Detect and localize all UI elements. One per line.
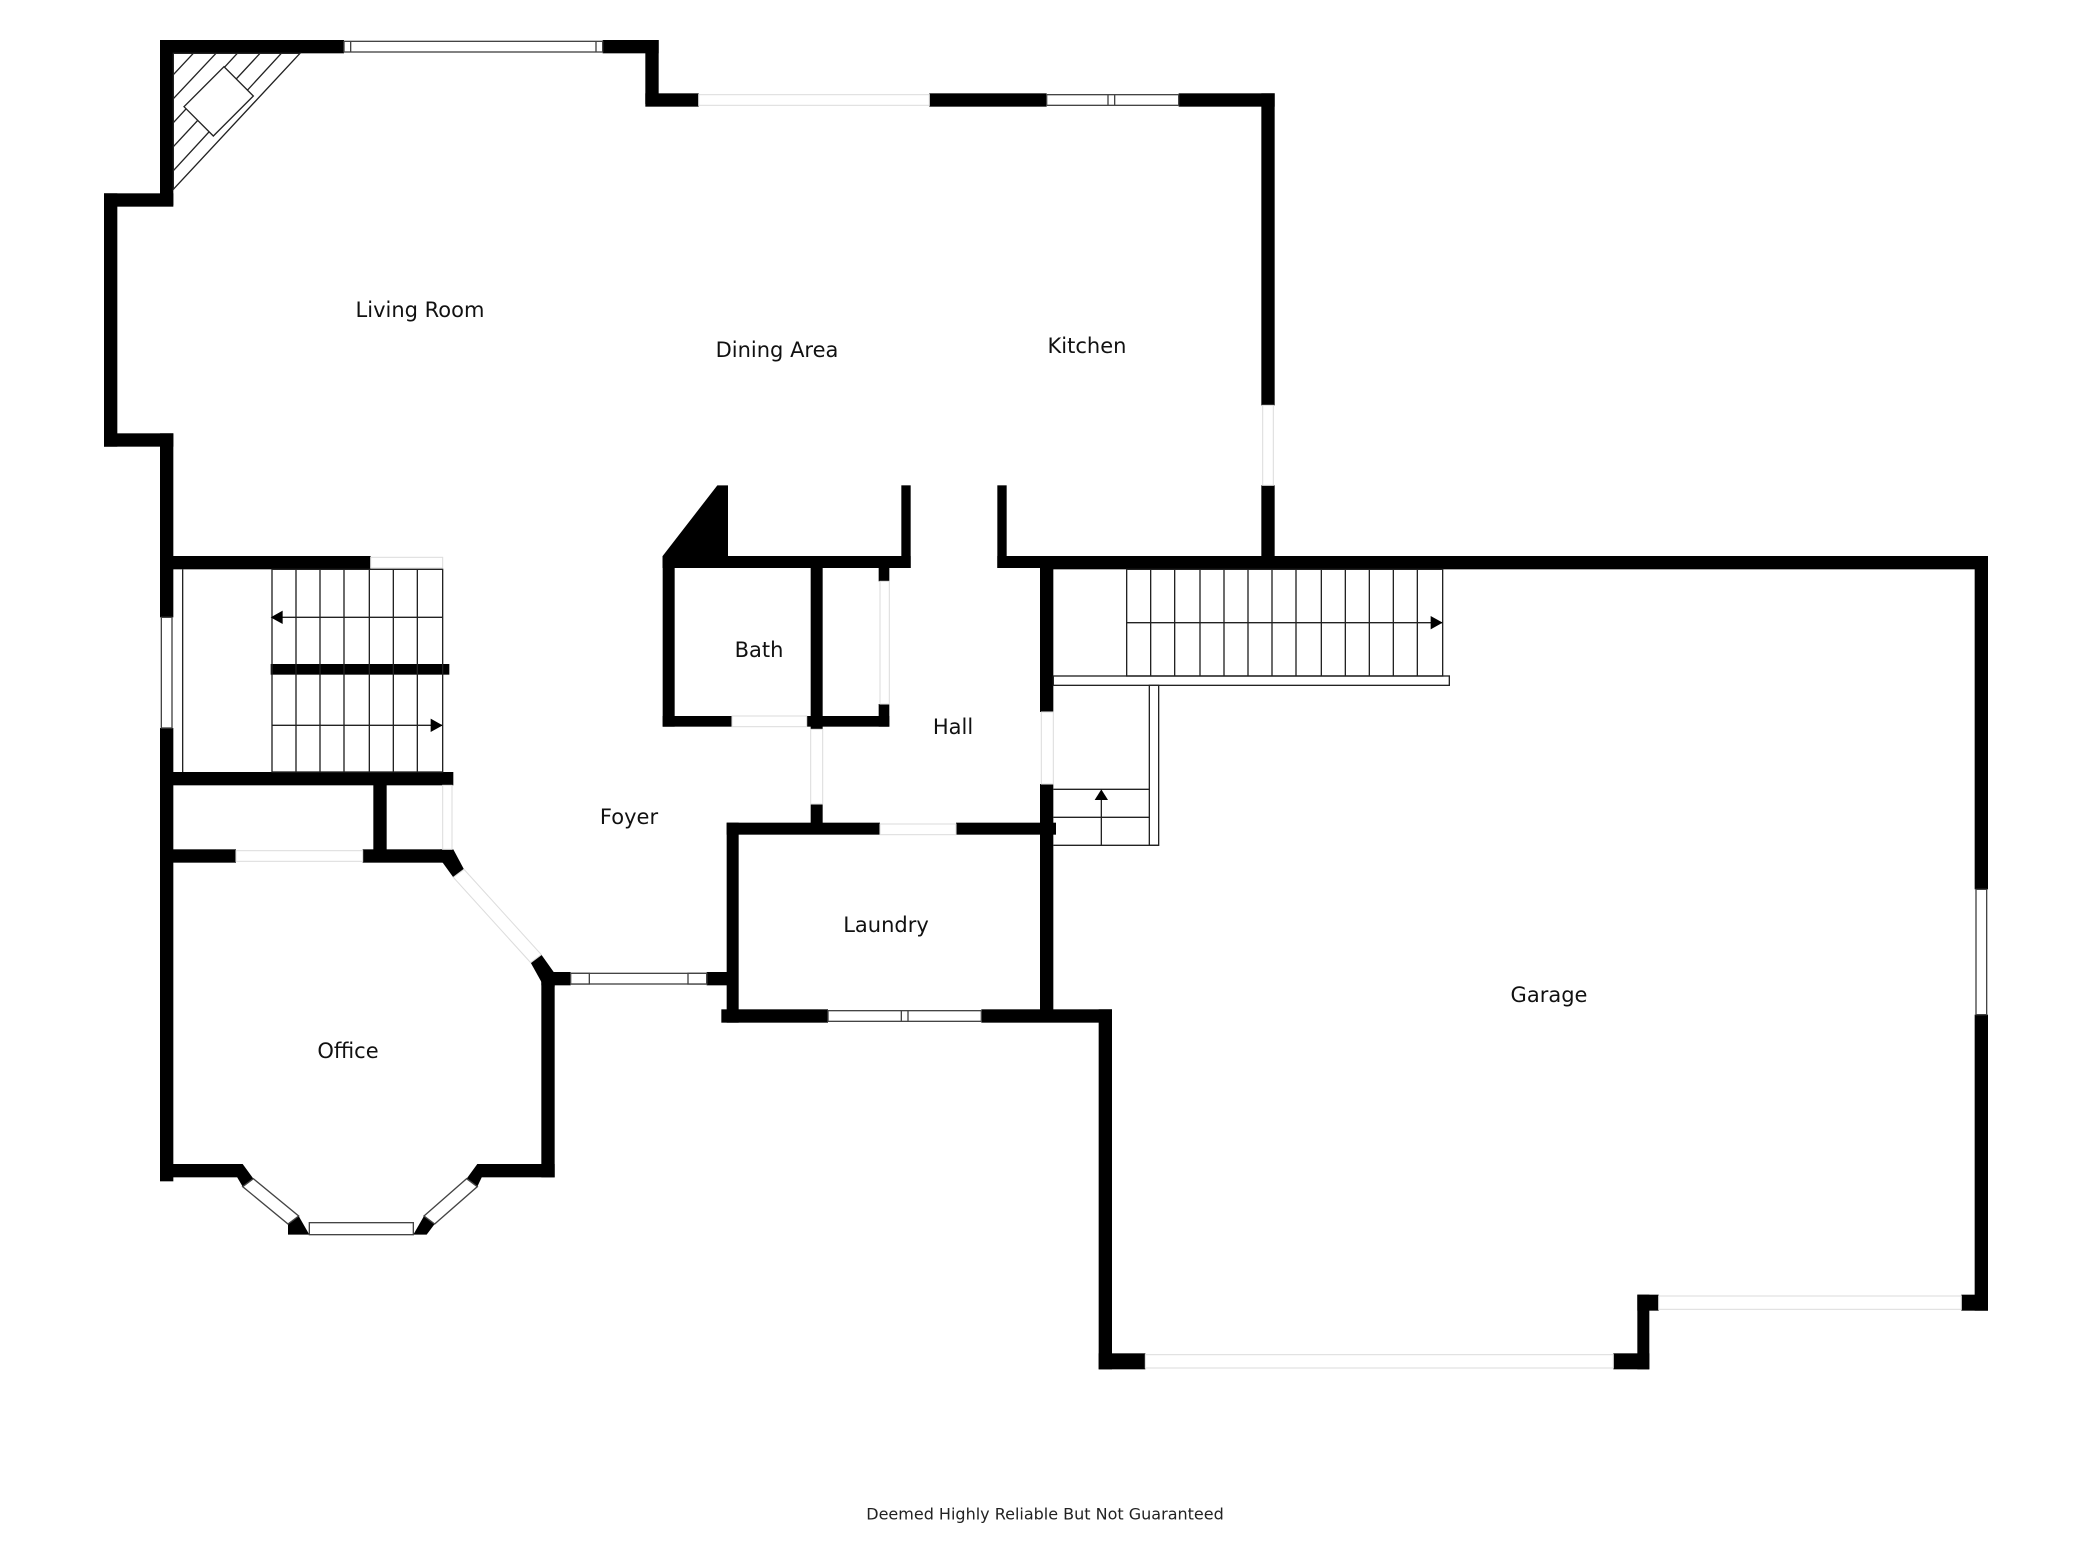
fireplace-icon (172, 52, 302, 192)
staircase-main (182, 568, 444, 773)
arrow-right-icon (1430, 616, 1443, 630)
windows (160, 40, 1988, 1369)
arrow-right-icon (430, 718, 443, 732)
room-label-garage: Garage (1510, 983, 1588, 1007)
room-label-kitchen: Kitchen (1047, 334, 1127, 358)
room-label-laundry: Laundry (843, 913, 929, 937)
room-label-dining-area: Dining Area (715, 338, 839, 362)
room-label-hall: Hall (932, 715, 974, 739)
room-label-foyer: Foyer (599, 805, 659, 829)
room-label-living-room: Living Room (355, 298, 485, 322)
staircase-garage (1052, 568, 1450, 846)
arrow-left-icon (270, 610, 283, 624)
arrow-up-icon (1094, 789, 1108, 800)
room-label-bath: Bath (734, 638, 784, 662)
disclaimer-text: Deemed Highly Reliable But Not Guarantee… (866, 1504, 1224, 1524)
room-label-office: Office (317, 1039, 379, 1063)
walls (104, 40, 1988, 1370)
